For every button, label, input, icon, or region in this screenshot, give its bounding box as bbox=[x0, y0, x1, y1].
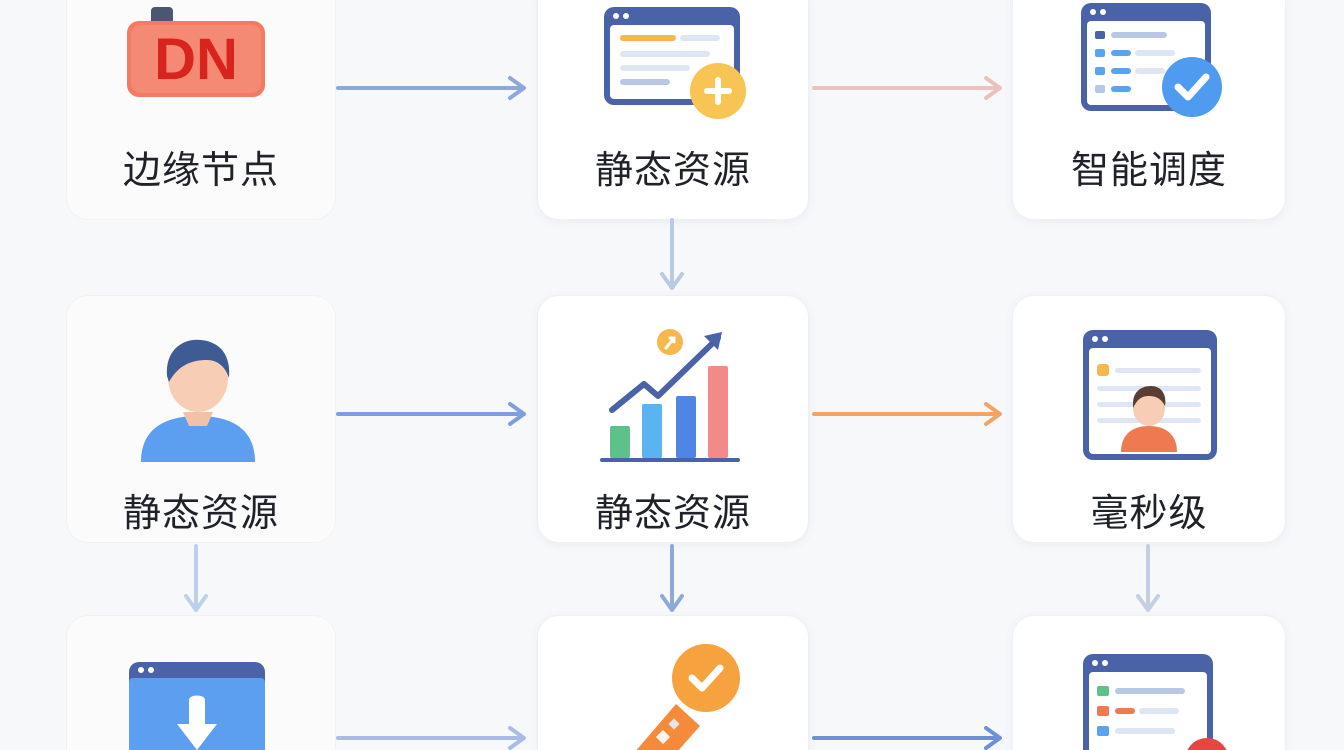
arrow-down bbox=[660, 544, 684, 612]
dn-tag-icon: DN bbox=[127, 7, 265, 97]
arrow-right bbox=[336, 726, 526, 750]
browser-upload-icon bbox=[129, 662, 265, 750]
arrow-right bbox=[812, 726, 1002, 750]
speed-key-icon bbox=[636, 644, 740, 750]
browser-list-icon bbox=[1083, 654, 1227, 750]
arrow-down bbox=[660, 218, 684, 290]
node-card-bottom-2 bbox=[537, 615, 809, 750]
node-label: 静态资源 bbox=[594, 491, 751, 535]
browser-check-icon bbox=[1081, 3, 1222, 117]
arrow-down bbox=[1136, 544, 1160, 612]
node-label: 边缘节点 bbox=[122, 148, 279, 192]
node-card-edge-node: DN 边缘节点 bbox=[66, 0, 336, 220]
node-card-bottom-1 bbox=[66, 615, 336, 750]
arrow-right bbox=[812, 402, 1002, 426]
browser-profile-icon bbox=[1083, 330, 1217, 460]
arrow-down bbox=[184, 544, 208, 612]
node-card-static-resource-2: 静态资源 bbox=[66, 295, 336, 543]
node-card-bottom-3 bbox=[1012, 615, 1286, 750]
node-label: 静态资源 bbox=[122, 491, 279, 535]
arrow-right bbox=[336, 402, 526, 426]
node-label: 静态资源 bbox=[594, 148, 751, 192]
node-card-static-resource-3: 静态资源 bbox=[537, 295, 809, 543]
arrow-right bbox=[812, 76, 1002, 100]
growth-chart-icon bbox=[600, 329, 740, 462]
node-label: 毫秒级 bbox=[1090, 491, 1208, 535]
node-card-millisecond: 毫秒级 bbox=[1012, 295, 1286, 543]
svg-text:DN: DN bbox=[154, 27, 238, 92]
node-card-static-resource-1: 静态资源 bbox=[537, 0, 809, 220]
node-card-smart-scheduling: 智能调度 bbox=[1012, 0, 1286, 220]
user-avatar-icon bbox=[141, 339, 255, 462]
node-label: 智能调度 bbox=[1070, 148, 1227, 192]
arrow-right bbox=[336, 76, 526, 100]
browser-add-icon bbox=[604, 7, 746, 119]
